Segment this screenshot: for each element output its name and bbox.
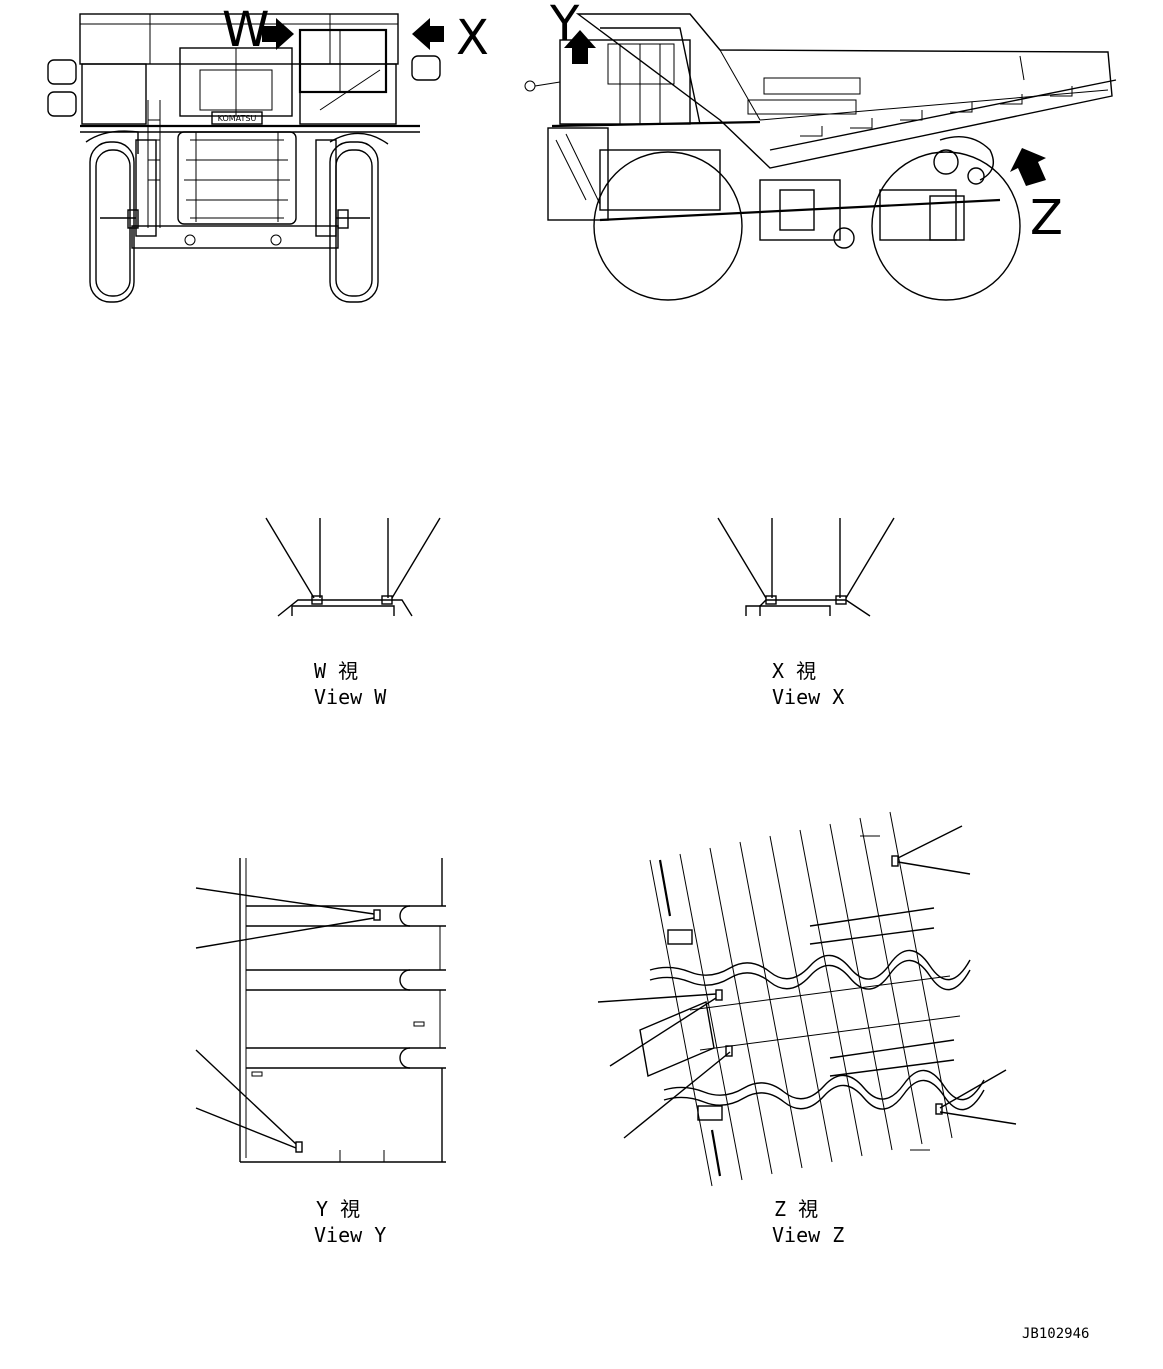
view-x-detail: X 視 View X	[717, 517, 895, 709]
arrow-right-icon	[262, 18, 294, 50]
decal-marker	[295, 1141, 303, 1153]
truck-front-view: KOMATSU	[47, 13, 441, 303]
callout-y: Y	[549, 0, 596, 64]
callout-x-letter: X	[456, 10, 489, 66]
decal-marker	[725, 1045, 733, 1057]
view-z-detail: Z 視 View Z	[597, 811, 1017, 1247]
arrow-left-icon	[412, 18, 444, 50]
view-y-detail: Y 視 View Y	[195, 858, 446, 1247]
decal-marker	[765, 595, 777, 605]
decal-marker	[311, 595, 323, 605]
view-w-en-caption: View W	[314, 685, 387, 709]
decal-marker	[381, 595, 393, 605]
decal-marker	[835, 595, 847, 605]
arrow-up-icon	[564, 30, 596, 64]
brand-plate-text: KOMATSU	[218, 114, 257, 123]
decal-marker	[715, 989, 723, 1001]
callout-z-letter: Z	[1030, 190, 1063, 246]
truck-side-view	[524, 13, 1117, 301]
arrow-upleft-icon	[1010, 148, 1046, 186]
view-z-en-caption: View Z	[772, 1223, 844, 1247]
view-w-detail: W 視 View W	[265, 517, 441, 709]
view-y-en-caption: View Y	[314, 1223, 386, 1247]
view-z-jp-caption: Z 視	[774, 1197, 818, 1221]
callout-z: Z	[1010, 148, 1063, 246]
callout-x: X	[412, 10, 489, 66]
view-x-en-caption: View X	[772, 685, 844, 709]
view-x-jp-caption: X 視	[772, 659, 816, 683]
decal-marker	[935, 1103, 943, 1115]
decal-marker	[891, 855, 899, 867]
callout-w-letter: W	[222, 2, 269, 58]
callout-w: W	[222, 2, 294, 58]
decal-marker	[373, 909, 381, 921]
drawing-number: JB102946	[1022, 1326, 1089, 1342]
view-y-jp-caption: Y 視	[316, 1197, 360, 1221]
view-w-jp-caption: W 視	[314, 659, 358, 683]
